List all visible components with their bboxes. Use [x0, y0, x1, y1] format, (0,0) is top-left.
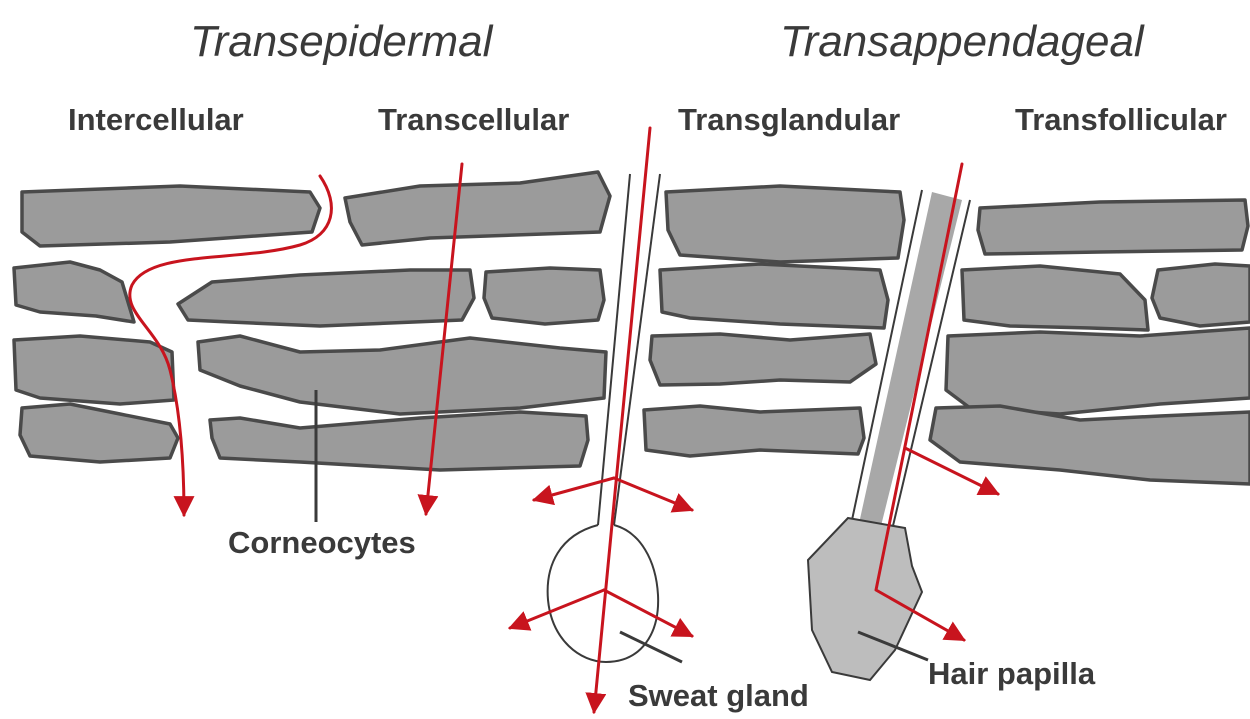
gland-duct-branch-right [614, 478, 692, 510]
heading-transepidermal: Transepidermal [190, 17, 494, 66]
label-transglandular: Transglandular [678, 102, 900, 137]
corneocyte [14, 336, 174, 404]
corneocyte [484, 268, 604, 324]
corneocyte [178, 270, 474, 326]
hair-papilla-bulb [808, 518, 922, 680]
corneocyte [14, 262, 134, 322]
corneocyte [946, 328, 1250, 414]
label-sweat-gland: Sweat gland [628, 678, 809, 713]
corneocyte [20, 404, 178, 462]
label-transcellular: Transcellular [378, 102, 569, 137]
gland-bulb-branch-right [604, 590, 692, 636]
corneocyte [650, 334, 876, 385]
heading-transappendageal: Transappendageal [780, 17, 1145, 66]
corneocyte [345, 172, 610, 245]
corneocyte [198, 336, 606, 414]
corneocyte [930, 406, 1250, 484]
gland-bulb-branch-left [510, 590, 604, 628]
corneocyte [666, 186, 904, 262]
corneocyte-layer-right [930, 200, 1250, 484]
corneocyte [22, 186, 320, 246]
label-transfollicular: Transfollicular [1015, 102, 1227, 137]
label-corneocytes: Corneocytes [228, 525, 416, 560]
corneocyte [962, 266, 1148, 330]
label-intercellular: Intercellular [68, 102, 244, 137]
corneocyte [210, 412, 588, 470]
corneocyte [1152, 264, 1250, 326]
corneocyte [660, 264, 888, 328]
corneocyte [644, 406, 864, 456]
corneocyte-layer-middle [644, 186, 904, 456]
corneocyte [978, 200, 1248, 254]
corneocyte-layer-left [14, 172, 610, 470]
label-hair-papilla: Hair papilla [928, 656, 1096, 691]
